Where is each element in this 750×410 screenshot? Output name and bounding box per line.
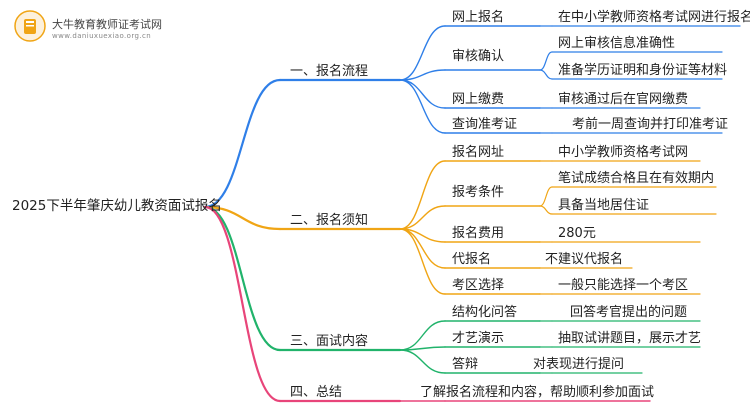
- detail-connector: [539, 205, 553, 215]
- child-connector: [399, 69, 446, 81]
- node-structured-qa[interactable]: 结构化问答: [452, 305, 518, 320]
- detail-pay-after-review: 审核通过后在官网缴费: [558, 92, 689, 107]
- branch-connector: [203, 205, 282, 231]
- detail-residence-permit: 具备当地居住证: [558, 198, 650, 213]
- child-connector: [399, 228, 446, 295]
- logo-title: 大牛教育教师证考试网: [52, 18, 162, 31]
- node-online-registration[interactable]: 网上报名: [452, 10, 505, 25]
- detail-one-area: 一般只能选择一个考区: [558, 278, 689, 293]
- detail-connector: [539, 51, 553, 71]
- branch-summary[interactable]: 四、总结: [290, 385, 343, 400]
- node-admission-ticket[interactable]: 查询准考证: [452, 117, 518, 132]
- book-logo-icon: [14, 10, 46, 42]
- node-registration-website[interactable]: 报名网址: [452, 145, 505, 160]
- branch-connector: [203, 78, 282, 209]
- child-connector: [399, 160, 446, 230]
- detail-answer-questions: 回答考官提出的问题: [570, 305, 688, 320]
- detail-prepare-documents: 准备学历证明和身份证等材料: [558, 63, 728, 78]
- branch-registration-notes[interactable]: 二、报名须知: [290, 213, 369, 228]
- detail-connector: [539, 186, 553, 207]
- node-online-payment[interactable]: 网上缴费: [452, 92, 505, 107]
- detail-print-ticket: 考前一周查询并打印准考证: [572, 117, 729, 132]
- node-eligibility[interactable]: 报考条件: [452, 185, 505, 200]
- logo-subtitle: www.daniuxuexiao.org.cn: [52, 32, 152, 40]
- branch-interview-content[interactable]: 三、面试内容: [290, 334, 369, 349]
- detail-connector: [539, 69, 553, 80]
- child-connector: [399, 349, 446, 374]
- detail-draw-topic: 抽取试讲题目，展示才艺: [558, 331, 702, 346]
- child-connector: [399, 320, 446, 351]
- child-connector: [399, 79, 446, 109]
- node-defense[interactable]: 答辩: [452, 357, 479, 372]
- node-exam-area[interactable]: 考区选择: [452, 278, 505, 293]
- detail-proxy-advice: 不建议代报名: [545, 252, 624, 267]
- root-topic[interactable]: 2025下半年肇庆幼儿教资面试报名: [12, 198, 222, 214]
- node-registration-fee[interactable]: 报名费用: [452, 226, 505, 241]
- detail-register-on-site: 在中小学教师资格考试网进行报名: [558, 10, 750, 25]
- detail-website-name: 中小学教师资格考试网: [558, 145, 689, 160]
- branch-connector: [203, 205, 282, 352]
- node-proxy-registration[interactable]: 代报名: [452, 252, 492, 267]
- node-talent-demo[interactable]: 才艺演示: [452, 331, 505, 346]
- branch-connector: [203, 205, 282, 403]
- node-summary-text[interactable]: 了解报名流程和内容，帮助顺利参加面试: [420, 385, 655, 400]
- detail-performance-questions: 对表现进行提问: [533, 357, 625, 372]
- node-review-confirm[interactable]: 审核确认: [452, 49, 505, 64]
- child-connector: [399, 205, 446, 230]
- child-connector: [399, 79, 446, 134]
- site-logo: 大牛教育教师证考试网 www.daniuxuexiao.org.cn: [14, 10, 204, 50]
- detail-verify-info: 网上审核信息准确性: [558, 36, 676, 51]
- detail-written-exam-valid: 笔试成绩合格且在有效期内: [558, 171, 715, 186]
- child-connector: [399, 25, 446, 81]
- detail-fee-amount: 280元: [558, 226, 596, 241]
- branch-registration-process[interactable]: 一、报名流程: [290, 64, 369, 79]
